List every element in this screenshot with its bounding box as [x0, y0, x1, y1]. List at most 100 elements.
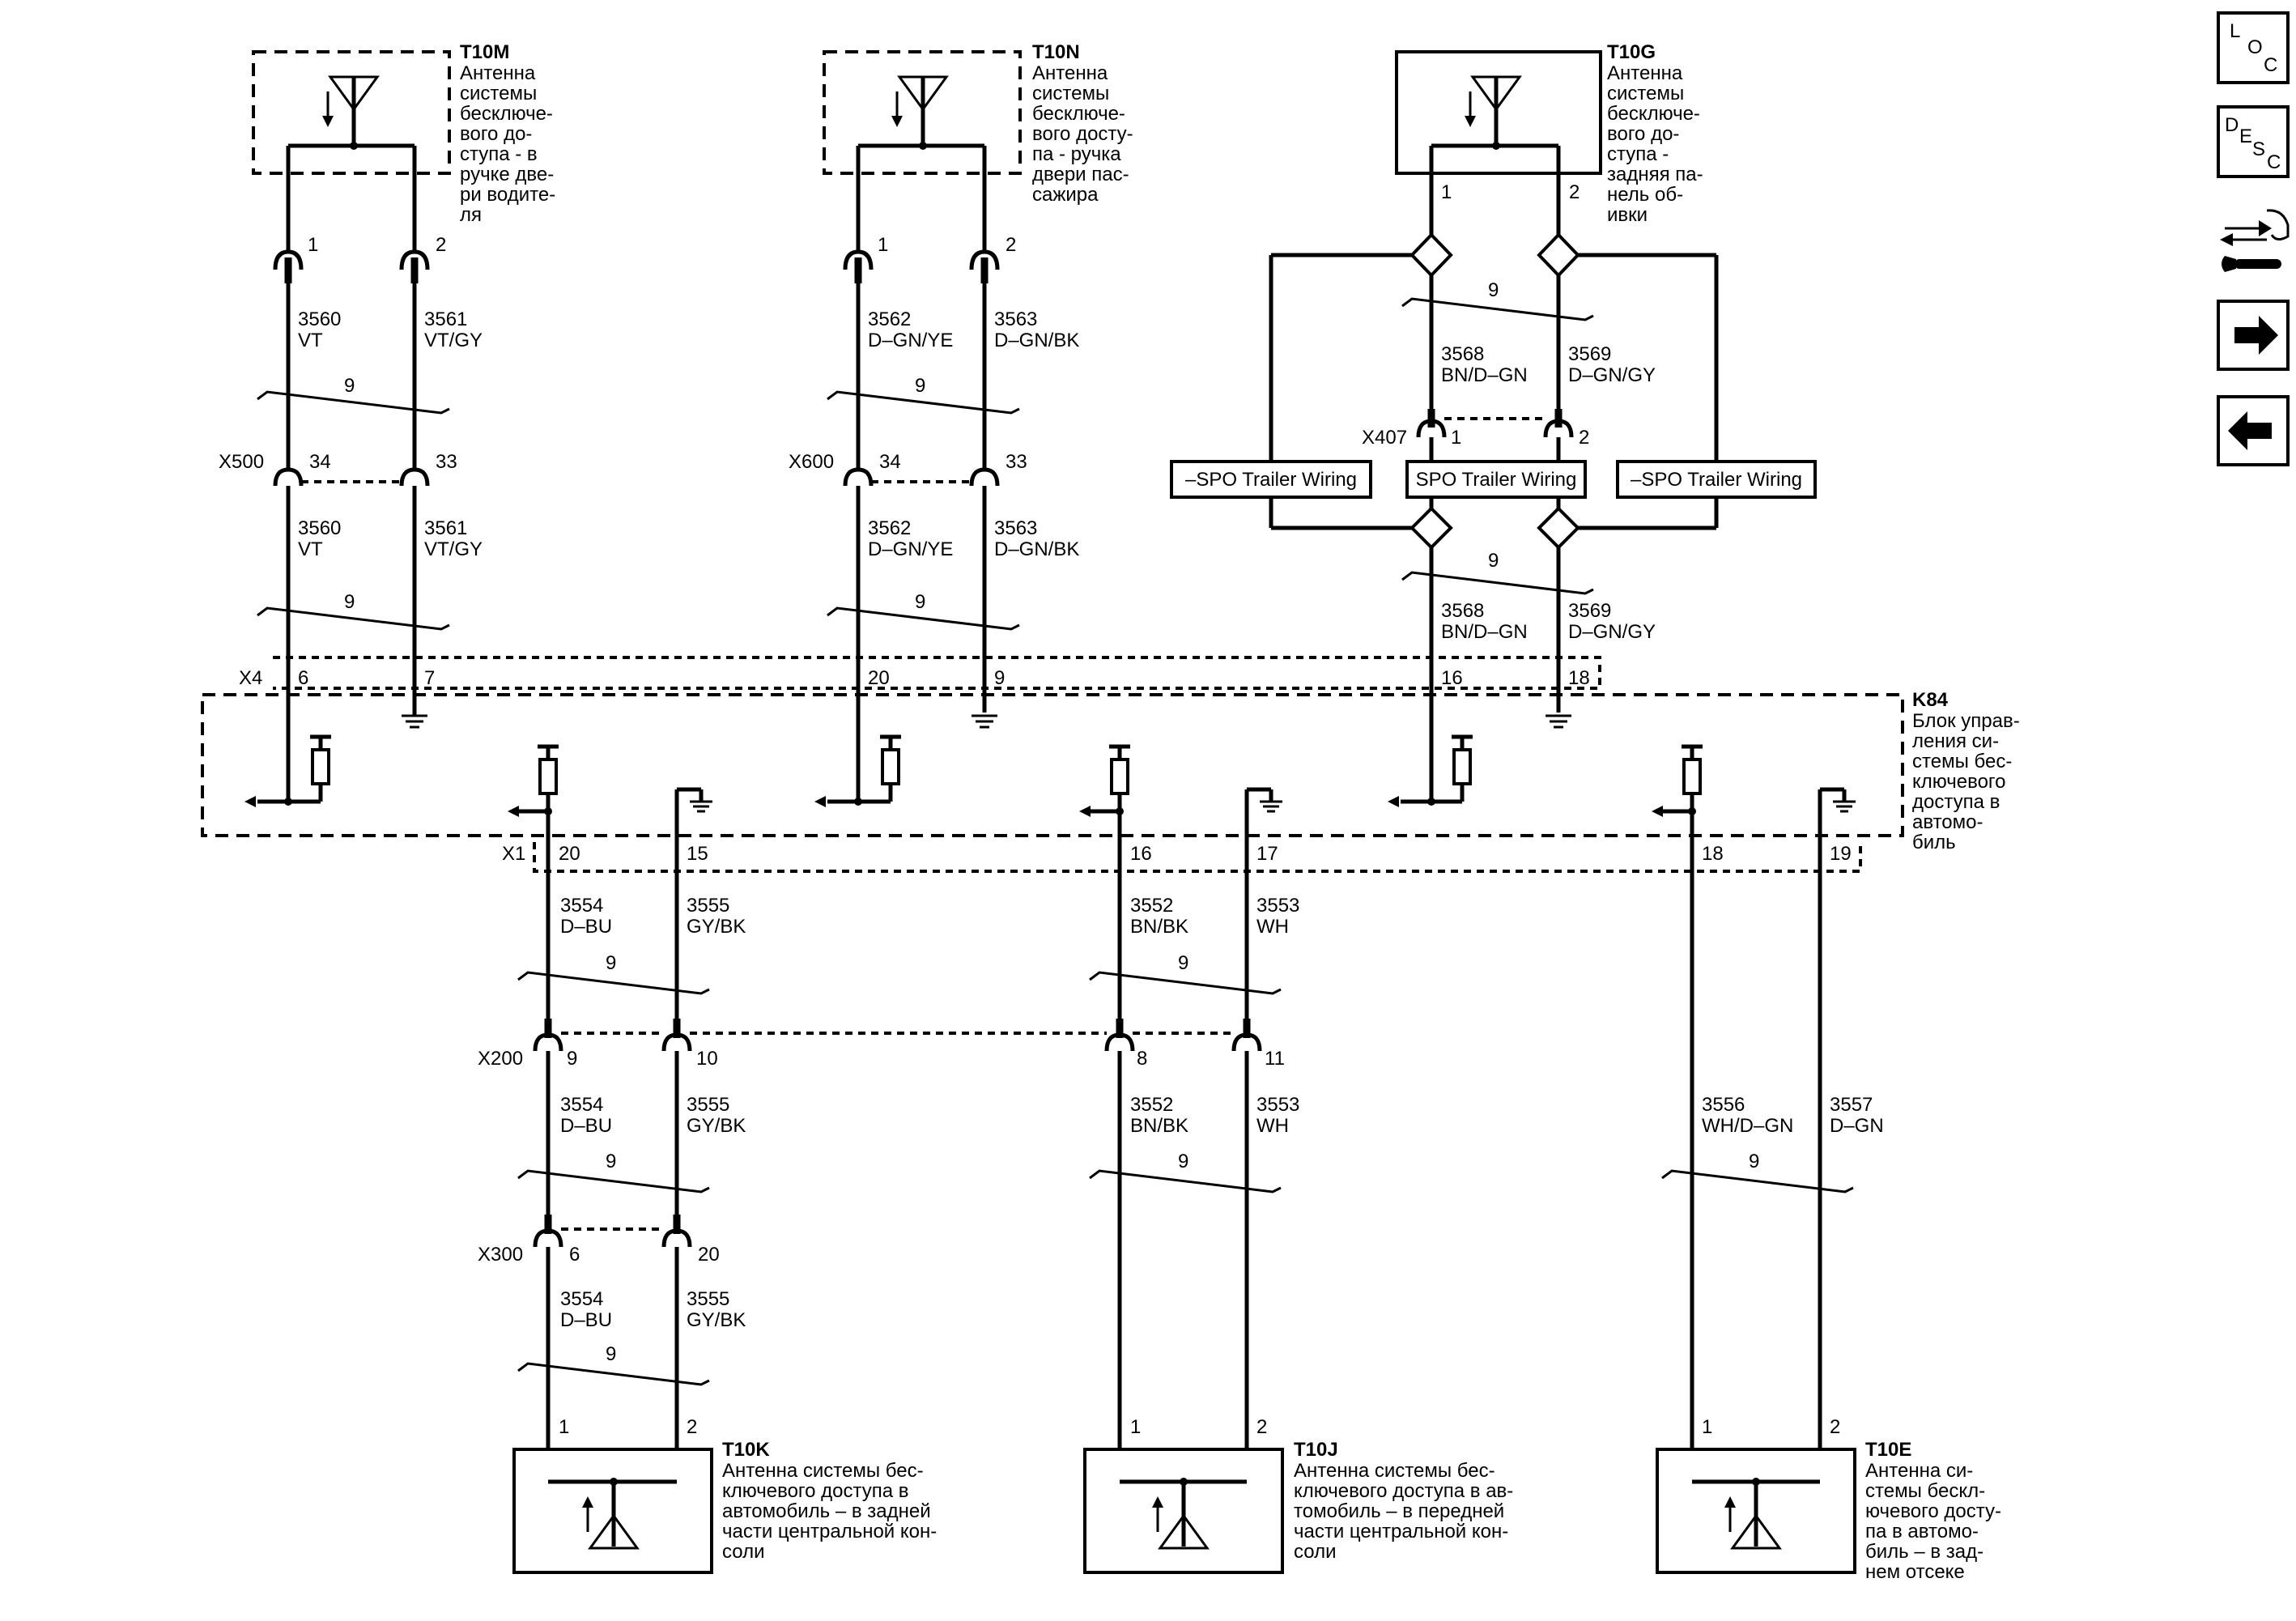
- t10m-pin-1: 1: [308, 234, 318, 256]
- svg-text:D: D: [2225, 114, 2239, 136]
- t10n-desc: Антенна системы бесключе- вого досту- па…: [1032, 62, 1138, 206]
- t10j-pin-1: 1: [1130, 1416, 1141, 1438]
- t10e-pin-1: 1: [1702, 1416, 1712, 1438]
- ground-icon: [1546, 714, 1571, 729]
- wire-dbu-c: D–BU: [560, 1309, 612, 1331]
- x200-pin-9: 9: [567, 1048, 577, 1070]
- wire-3552-b: 3552: [1130, 1094, 1173, 1116]
- twist-label: 9: [606, 952, 616, 974]
- wire-3569-a: 3569: [1568, 343, 1611, 365]
- x407-pin-2: 2: [1579, 427, 1589, 449]
- arrow-left-icon: [2228, 411, 2272, 450]
- wire-3556: 3556: [1702, 1094, 1745, 1116]
- x4-pin-16: 16: [1441, 667, 1463, 689]
- wire-dgnye-a: D–GN/YE: [868, 330, 953, 351]
- x1-pin-15: 15: [687, 843, 708, 865]
- x1-pin-20: 20: [559, 843, 580, 865]
- x1-connector-outline: [533, 842, 1862, 873]
- twist-label: 9: [606, 1151, 616, 1172]
- twisted-pair-symbol: [827, 606, 1020, 631]
- wire-dgngy-a: D–GN/GY: [1568, 364, 1656, 386]
- wire-3553-b: 3553: [1256, 1094, 1299, 1116]
- twisted-pair-symbol: [1401, 297, 1594, 321]
- x4-connector-outline: [273, 656, 1601, 690]
- wire-vtgy-a: VT/GY: [424, 330, 483, 351]
- t10n-pin-terminals: [843, 249, 1000, 283]
- svg-text:C: C: [2264, 54, 2277, 76]
- x4-pin-6: 6: [298, 667, 308, 689]
- wire-3555-a: 3555: [687, 895, 729, 917]
- wire-3562-a: 3562: [868, 308, 911, 330]
- twist-label: 9: [344, 591, 355, 613]
- connector-tool-icon[interactable]: [2220, 209, 2290, 272]
- wire-dbu-a: D–BU: [560, 916, 612, 938]
- x600-connector: [843, 467, 1000, 487]
- wire-dgngy-b: D–GN/GY: [1568, 621, 1656, 643]
- t10g-pin-1: 1: [1441, 181, 1452, 203]
- twist-label: 9: [915, 591, 925, 613]
- option-no-spo-left-label: –SPO Trailer Wiring: [1185, 469, 1357, 491]
- twist-label: 9: [1488, 550, 1499, 572]
- option-no-spo-right-label: –SPO Trailer Wiring: [1631, 469, 1802, 491]
- x407-pin-1: 1: [1451, 427, 1461, 449]
- twist-label: 9: [1178, 1151, 1188, 1172]
- twist-label: 9: [1178, 952, 1188, 974]
- desc-button[interactable]: D E S C: [2217, 105, 2290, 178]
- t10m-desc: Антенна системы бесключе- вого до- ступа…: [460, 62, 561, 226]
- ground-icon: [972, 714, 997, 729]
- svg-text:E: E: [2239, 126, 2252, 147]
- x300-label: X300: [478, 1244, 523, 1266]
- twisted-pair-symbol: [827, 390, 1020, 415]
- wire-dbu-b: D–BU: [560, 1115, 612, 1137]
- t10j-pin-2: 2: [1256, 1416, 1267, 1438]
- wire-bndgn-a: BN/D–GN: [1441, 364, 1528, 386]
- x1-pin-18: 18: [1702, 843, 1724, 865]
- k84-input-circuit-t10m: [244, 734, 331, 807]
- t10k-pin-1: 1: [559, 1416, 569, 1438]
- option-spo: SPO Trailer Wiring: [1405, 460, 1587, 499]
- twisted-pair-symbol: [1661, 1169, 1854, 1193]
- wire-dgnye-b: D–GN/YE: [868, 538, 953, 560]
- wire-3560-a: 3560: [298, 308, 341, 330]
- t10j-antenna: [1083, 1448, 1284, 1574]
- wire-gybk-a: GY/BK: [687, 916, 746, 938]
- t10m-antenna: [252, 50, 451, 252]
- t10j-id: T10J: [1294, 1439, 1338, 1461]
- t10n-pin-2: 2: [1006, 234, 1016, 256]
- x600-label: X600: [789, 451, 834, 473]
- wire-wh-a: WH: [1256, 916, 1289, 938]
- next-page-button[interactable]: [2217, 300, 2290, 371]
- wire-vtgy-b: VT/GY: [424, 538, 483, 560]
- twisted-pair-symbol: [257, 606, 450, 631]
- t10k-antenna: [512, 1448, 713, 1574]
- wire-vt-b: VT: [298, 538, 323, 560]
- x1-label: X1: [502, 843, 525, 865]
- x500-connector: [273, 467, 430, 487]
- wire-3568-b: 3568: [1441, 600, 1484, 622]
- wire-dgnbk-b: D–GN/BK: [994, 538, 1079, 560]
- t10e-pin-2: 2: [1830, 1416, 1840, 1438]
- wire-vt-a: VT: [298, 330, 323, 351]
- k84-id: K84: [1912, 689, 1949, 711]
- twist-label: 9: [1749, 1151, 1759, 1172]
- svg-text:C: C: [2267, 151, 2281, 173]
- t10k-desc: Антенна системы бес- ключевого доступа в…: [722, 1460, 942, 1563]
- t10k-pin-2: 2: [687, 1416, 697, 1438]
- k84-output-circuit-t10j: [1079, 744, 1282, 858]
- wire-3568-a: 3568: [1441, 343, 1484, 365]
- wire-3552-a: 3552: [1130, 895, 1173, 917]
- k84-desc: Блок управ- ления си- стемы бес- ключево…: [1912, 710, 2025, 853]
- t10j-desc: Антенна системы бес- ключевого доступа в…: [1294, 1460, 1519, 1563]
- wire-gybk-b: GY/BK: [687, 1115, 746, 1137]
- t10n-id: T10N: [1032, 41, 1080, 63]
- twisted-pair-symbol: [517, 1169, 710, 1193]
- previous-page-button[interactable]: [2217, 395, 2290, 466]
- x600-pin-33: 33: [1006, 451, 1027, 473]
- k84-input-circuit-t10n: [814, 734, 901, 807]
- x200-label: X200: [478, 1048, 523, 1070]
- loc-button[interactable]: L O C: [2217, 11, 2290, 84]
- t10m-pin-terminals: [273, 249, 430, 283]
- wire-3561-b: 3561: [424, 517, 467, 539]
- t10m-id: T10M: [460, 41, 509, 63]
- x200-pin-10: 10: [696, 1048, 718, 1070]
